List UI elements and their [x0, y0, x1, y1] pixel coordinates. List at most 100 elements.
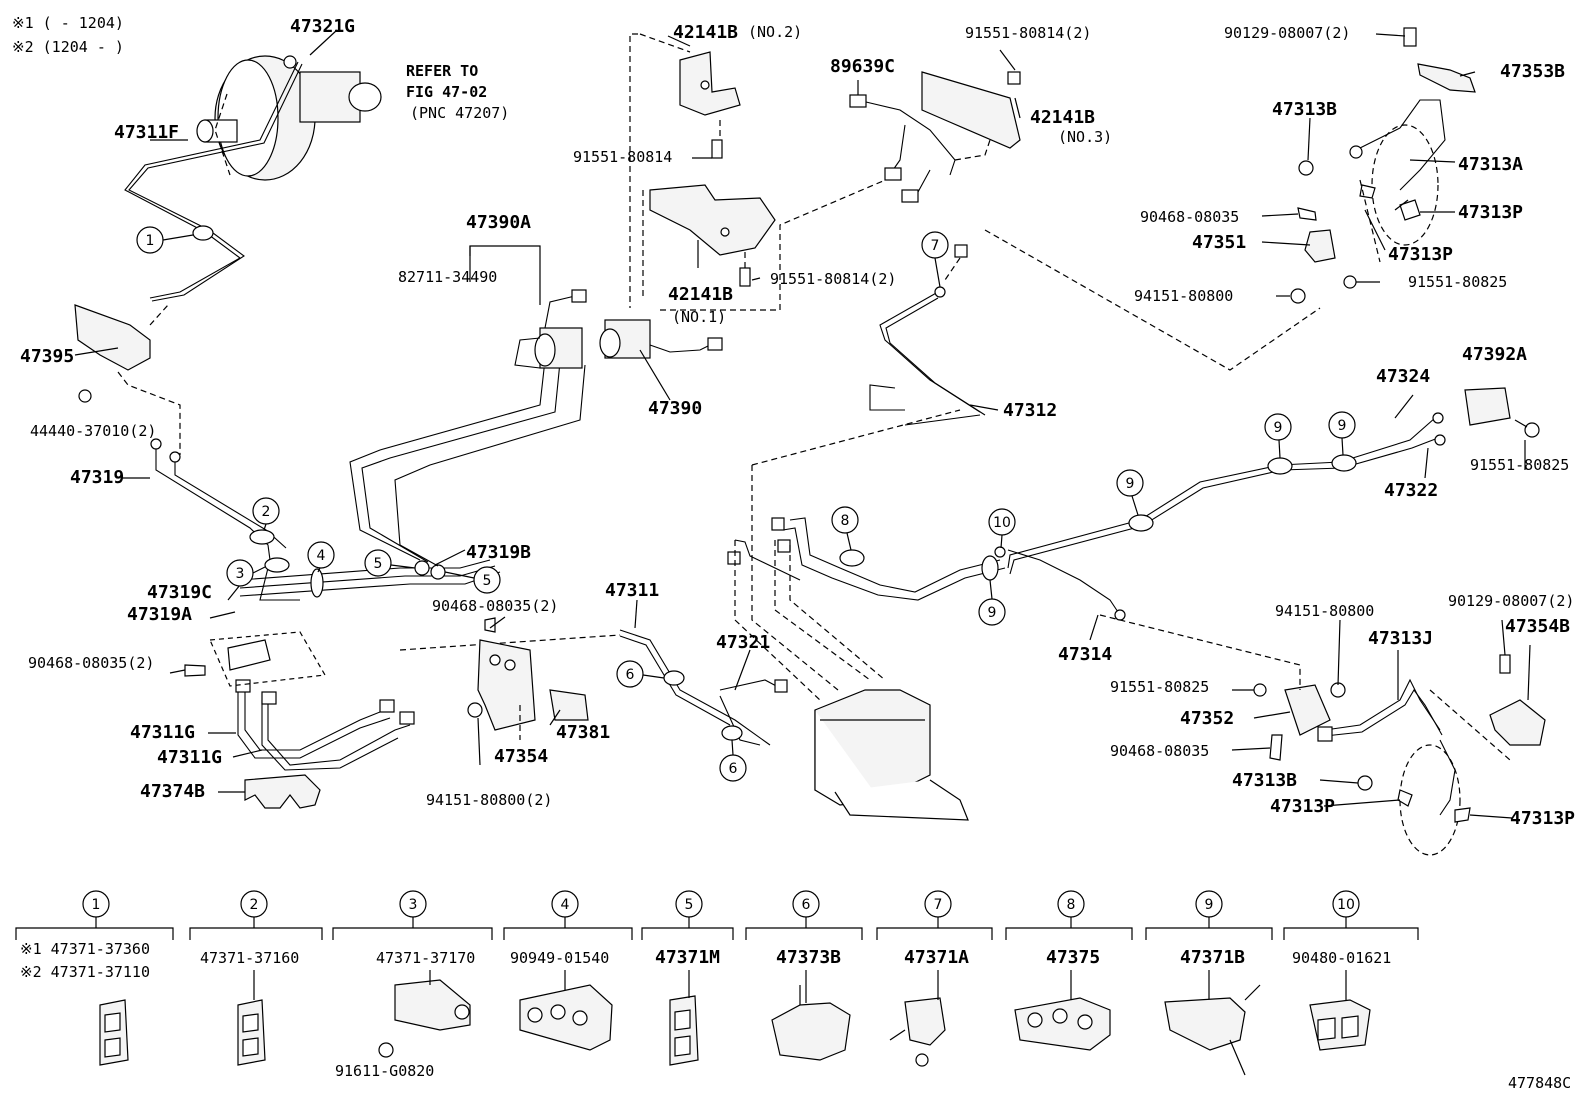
label-47354: 47354 [494, 746, 548, 767]
svg-text:6: 6 [802, 897, 811, 913]
diagram-id: 477848C [1508, 1074, 1571, 1092]
callout-8: 8 [831, 506, 859, 551]
label-47395: 47395 [20, 346, 74, 367]
legend-num-4: 4 [551, 890, 579, 918]
svg-text:8: 8 [841, 513, 850, 529]
label-47311G-2: 47311G [157, 747, 222, 768]
label-47319A: 47319A [127, 604, 192, 625]
label-47311F: 47311F [114, 122, 179, 143]
legend-7-line1: 47371A [904, 947, 969, 968]
label-47381: 47381 [556, 722, 610, 743]
label-94151-c: 94151-80800 [1275, 602, 1374, 620]
label-47313B-a: 47313B [1272, 99, 1337, 120]
label-94151-a: 94151-80800(2) [426, 791, 552, 809]
label-47313P-c: 47313P [1270, 796, 1335, 817]
actuator-47390A [514, 289, 587, 369]
label-91551-a: 91551-80814 [573, 148, 672, 166]
svg-text:1: 1 [146, 233, 155, 249]
label-47314: 47314 [1058, 644, 1112, 665]
label-47321G: 47321G [290, 16, 355, 37]
legend-1-line2: ※2 47371-37110 [20, 963, 150, 981]
legend-num-2: 2 [240, 890, 268, 918]
callout-7: 7 [921, 231, 949, 288]
svg-text:1: 1 [92, 897, 101, 913]
label-91551-c: 91551-80814(2) [965, 24, 1091, 42]
svg-text:5: 5 [685, 897, 694, 913]
svg-text:5: 5 [374, 556, 383, 572]
legend: 1 2 3 4 5 6 7 8 9 10 ※1 47371-37360 ※2 4… [15, 890, 1419, 1080]
refer-line2: FIG 47-02 [406, 83, 487, 101]
label-91551-e: 91551-80825 [1470, 456, 1569, 474]
svg-text:8: 8 [1067, 897, 1076, 913]
svg-text:3: 3 [409, 897, 418, 913]
legend-6-line1: 47373B [776, 947, 841, 968]
hose-assembly-rear-left [1253, 654, 1546, 856]
bracket-47354 [467, 617, 589, 731]
svg-text:10: 10 [1337, 897, 1355, 913]
callout-9a: 9 [1116, 469, 1144, 516]
legend-2-line1: 47371-37160 [200, 949, 299, 967]
svg-text:10: 10 [993, 515, 1011, 531]
legend-num-6: 6 [792, 890, 820, 918]
label-91551-f: 91551-80825 [1110, 678, 1209, 696]
hose-assembly-rear-right [1290, 27, 1476, 304]
label-47374B: 47374B [140, 781, 205, 802]
callout-2: 2 [252, 497, 280, 531]
label-47354B: 47354B [1505, 616, 1570, 637]
label-47353B: 47353B [1500, 61, 1565, 82]
legend-num-1: 1 [82, 890, 110, 918]
legend-8-line1: 47375 [1046, 947, 1100, 968]
label-89639C: 89639C [830, 56, 895, 77]
label-47351: 47351 [1192, 232, 1246, 253]
label-47352: 47352 [1180, 708, 1234, 729]
label-47311: 47311 [605, 580, 659, 601]
refer-line1: REFER TO [406, 62, 478, 80]
legend-num-3: 3 [399, 890, 427, 918]
label-90468-c: 90468-08035 [1140, 208, 1239, 226]
label-47313A: 47313A [1458, 154, 1523, 175]
callout-9d: 9 [978, 579, 1006, 626]
callout-6b: 6 [719, 739, 747, 782]
label-42141B-no1: 42141B [668, 284, 733, 305]
bracket-47392A [1464, 387, 1540, 438]
label-44440: 44440-37010(2) [30, 422, 156, 440]
legend-3-extra: 91611-G0820 [335, 1062, 434, 1080]
label-90468-b: 90468-08035(2) [432, 597, 558, 615]
svg-text:9: 9 [1205, 897, 1214, 913]
bracket-42141B-no3 [921, 71, 1021, 149]
label-42141B-no3: 42141B [1030, 107, 1095, 128]
label-47319: 47319 [70, 467, 124, 488]
hoses-47311G [235, 679, 415, 771]
label-47390: 47390 [648, 398, 702, 419]
svg-text:9: 9 [1274, 420, 1283, 436]
label-90468-d: 90468-08035 [1110, 742, 1209, 760]
label-47313P-b: 47313P [1388, 244, 1453, 265]
brake-booster [196, 55, 382, 181]
legend-1-line1: ※1 47371-37360 [20, 940, 150, 958]
label-42141B-no1-sub: (NO.1) [672, 308, 726, 326]
callouts: 1 2 3 4 5 5 6 6 7 8 9 9 9 9 9 10 [136, 226, 1356, 782]
legend-num-10: 10 [1332, 890, 1360, 918]
svg-text:2: 2 [262, 504, 271, 520]
actuator-47390 [599, 319, 723, 359]
callout-9c: 9 [1328, 411, 1356, 456]
label-42141B-no2-sub: (NO.2) [748, 23, 802, 41]
callout-1: 1 [136, 226, 194, 254]
legend-num-9: 9 [1195, 890, 1223, 918]
harness-89639C [849, 94, 956, 203]
label-47319B: 47319B [466, 542, 531, 563]
label-47321: 47321 [716, 632, 770, 653]
svg-text:4: 4 [561, 897, 570, 913]
legend-5-line1: 47371M [655, 947, 720, 968]
svg-text:5: 5 [483, 573, 492, 589]
svg-text:9: 9 [1126, 476, 1135, 492]
label-94151-b: 94151-80800 [1134, 287, 1233, 305]
label-47312: 47312 [1003, 400, 1057, 421]
svg-text:2: 2 [250, 897, 259, 913]
bracket-47395 [74, 304, 169, 371]
callout-5a: 5 [364, 549, 416, 577]
svg-text:3: 3 [236, 566, 245, 582]
label-47390A: 47390A [466, 212, 531, 233]
